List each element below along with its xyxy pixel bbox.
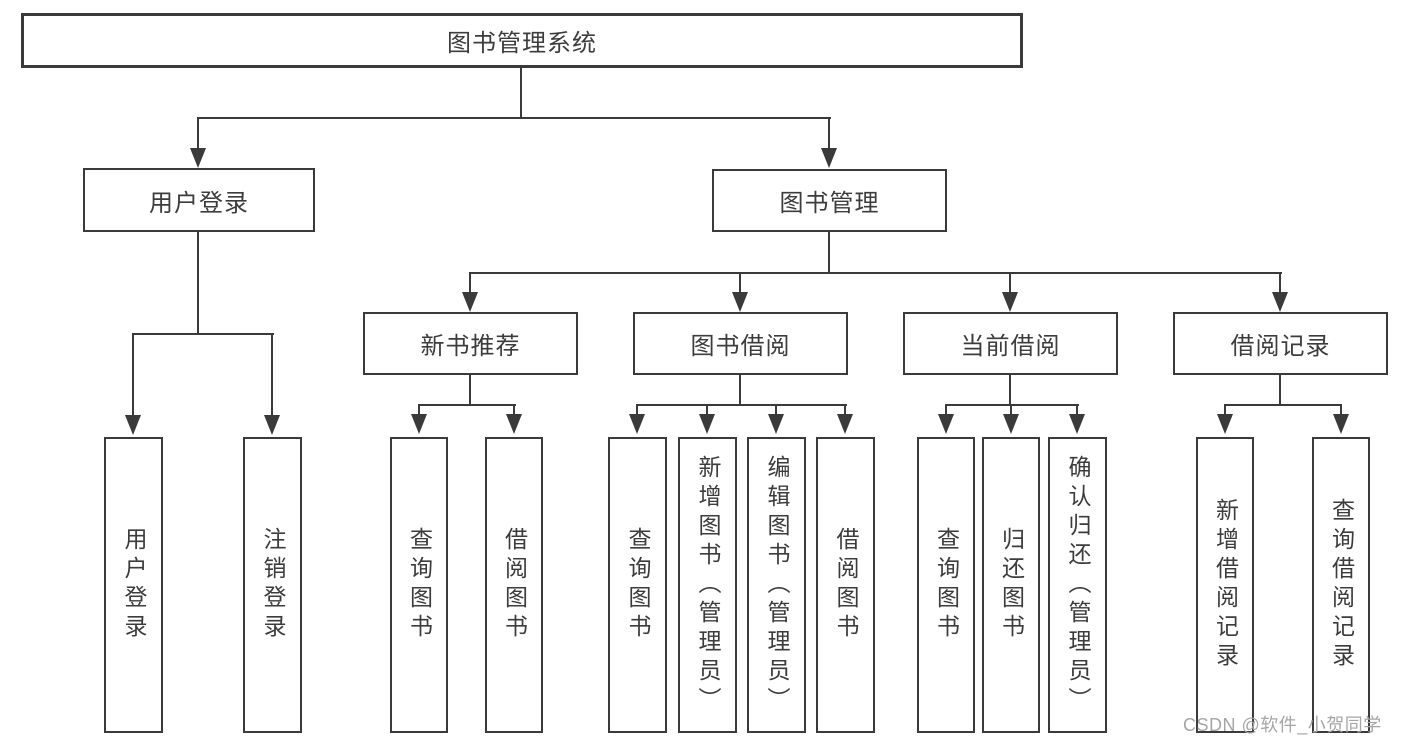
connector-line [198,117,831,119]
arrowhead-down-icon [506,414,522,434]
arrowhead-down-icon [411,414,427,434]
arrowhead-down-icon [768,414,784,434]
node-book-management-label: 图书管理 [779,190,880,217]
arrowhead-down-icon [837,414,853,434]
node-current-borrow-label: 当前借阅 [960,333,1061,360]
connector-line [739,272,741,294]
arrowhead-down-icon [732,292,748,312]
arrowhead-down-icon [190,148,206,168]
connector-line [197,231,199,335]
connector-line [469,374,471,406]
connector-line [1009,272,1011,294]
arrowhead-down-icon [629,414,645,434]
arrowhead-down-icon [1002,292,1018,312]
arrowhead-down-icon [1333,414,1349,434]
leaf-add-borrow-record: 新增借阅记录 [1196,437,1254,733]
connector-line [271,333,273,415]
node-borrow-records: 借阅记录 [1173,312,1388,375]
watermark: CSDN @软件_小贺同学 [1183,715,1382,735]
leaf-add-book-admin-label: 新增图书（管理员） [695,454,721,716]
connector-line [1076,404,1078,416]
leaf-user-login-label: 用户登录 [121,527,147,643]
arrowhead-down-icon [1069,414,1085,434]
connector-line [1224,404,1226,416]
leaf-borrow-books: 借阅图书 [816,437,875,733]
leaf-query-books-current-label: 查询图书 [933,527,960,643]
leaf-edit-book-admin: 编辑图书（管理员） [747,437,806,733]
leaf-confirm-return-admin-label: 确认归还（管理员） [1065,454,1091,716]
connector-line [1010,404,1012,416]
connector-line [520,68,522,118]
arrowhead-down-icon [699,414,715,434]
connector-line [1009,374,1011,406]
connector-line [706,404,708,416]
connector-line [469,272,471,294]
arrowhead-down-icon [938,414,954,434]
arrowhead-down-icon [1217,414,1233,434]
connector-line [132,333,134,415]
leaf-logout-label: 注销登录 [260,527,286,643]
leaf-query-books-borrow-label: 查询图书 [625,527,651,643]
connector-line [1279,272,1281,294]
node-root-label: 图书管理系统 [447,30,597,57]
leaf-confirm-return-admin: 确认归还（管理员） [1048,437,1107,733]
connector-line [945,404,947,416]
connector-line [945,404,1079,406]
leaf-query-books-current: 查询图书 [917,437,975,733]
node-user-login-label: 用户登录 [149,189,249,217]
connector-line [418,404,516,406]
connector-line [513,404,515,416]
leaf-query-books-recommend: 查询图书 [390,437,448,733]
connector-line [844,404,846,416]
leaf-user-login: 用户登录 [104,437,163,733]
connector-line [469,272,1282,274]
arrowhead-down-icon [1003,414,1019,434]
connector-line [1224,404,1342,406]
leaf-return-books-label: 归还图书 [998,527,1025,643]
leaf-add-book-admin: 新增图书（管理员） [678,437,737,733]
node-new-book-recommend-label: 新书推荐 [420,333,521,360]
connector-line [132,333,274,335]
leaf-logout: 注销登录 [243,437,302,733]
node-user-login: 用户登录 [83,168,315,232]
arrowhead-down-icon [1272,292,1288,312]
arrowhead-down-icon [125,415,141,435]
node-book-borrow-label: 图书借阅 [690,333,791,360]
arrowhead-down-icon [821,148,837,168]
leaf-query-borrow-record-label: 查询借阅记录 [1328,498,1355,672]
leaf-query-borrow-record: 查询借阅记录 [1312,437,1370,733]
leaf-edit-book-admin-label: 编辑图书（管理员） [764,454,790,716]
leaf-query-books-recommend-label: 查询图书 [406,527,433,643]
connector-line [418,404,420,416]
node-new-book-recommend: 新书推荐 [363,312,578,375]
leaf-query-books-borrow: 查询图书 [608,437,667,733]
connector-line [197,117,199,151]
connector-line [1340,404,1342,416]
leaf-borrow-books-label: 借阅图书 [833,527,859,643]
connector-line [636,404,638,416]
arrowhead-down-icon [462,292,478,312]
arrowhead-down-icon [264,415,280,435]
node-book-borrow: 图书借阅 [633,312,848,375]
leaf-add-borrow-record-label: 新增借阅记录 [1212,498,1239,672]
leaf-borrow-books-recommend: 借阅图书 [485,437,543,733]
connector-line [828,117,830,151]
connector-line [775,404,777,416]
node-borrow-records-label: 借阅记录 [1230,333,1331,360]
leaf-borrow-books-recommend-label: 借阅图书 [501,527,528,643]
connector-line [636,404,847,406]
node-current-borrow: 当前借阅 [903,312,1118,375]
connector-line [1279,374,1281,406]
node-book-management: 图书管理 [712,169,947,232]
node-root: 图书管理系统 [21,13,1023,68]
leaf-return-books: 归还图书 [982,437,1040,733]
connector-line [828,231,830,274]
connector-line [739,374,741,406]
